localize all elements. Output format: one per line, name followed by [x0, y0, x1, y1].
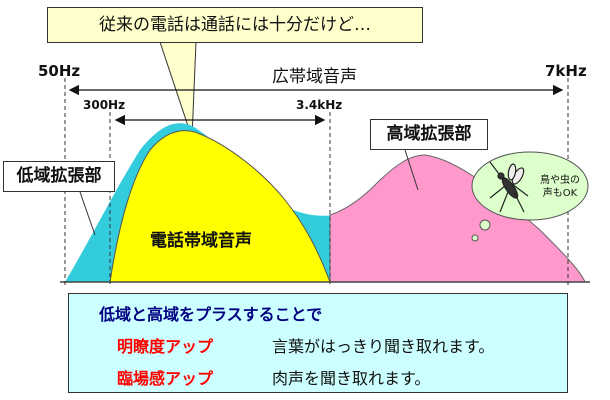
freq-label-50hz: 50Hz [38, 62, 81, 80]
low-extension-label: 低域拡張部 [3, 161, 115, 192]
high-extension-area [329, 154, 586, 283]
benefit-key: 臨場感アップ [117, 369, 214, 388]
benefit-key: 明瞭度アップ [117, 337, 214, 356]
bubble-line-2: 声もOK [542, 188, 578, 199]
thought-bubble [471, 151, 589, 221]
benefit-row: 臨場感アップ 肉声を聞き取れます。 [117, 365, 430, 389]
bubble-text: 鳥や虫の 声もOK [534, 174, 586, 200]
telephone-band-area [109, 130, 331, 283]
bubble-line-1: 鳥や虫の [540, 175, 580, 186]
freq-label-3-4khz: 3.4kHz [296, 98, 343, 112]
low-label-connector [79, 191, 96, 236]
telephone-band-label: 電話帯域音声 [150, 231, 252, 251]
benefit-value: 言葉がはっきり聞き取れます。 [272, 337, 495, 356]
info-title: 低域と高域をプラスすることで [99, 305, 323, 324]
wideband-label: 広帯域音声 [272, 67, 357, 87]
freq-label-300hz: 300Hz [83, 98, 126, 112]
info-box: 低域と高域をプラスすることで 明瞭度アップ 言葉がはっきり聞き取れます。 臨場感ア… [68, 293, 568, 393]
thought-bubble-dot [479, 219, 491, 231]
benefit-value: 肉声を聞き取れます。 [272, 369, 431, 388]
mosquito-icon [489, 161, 529, 213]
thought-bubble-dot [471, 234, 479, 242]
callout-box: 従来の電話は通話には十分だけど… [47, 7, 423, 43]
high-extension-label: 高域拡張部 [370, 119, 488, 150]
benefit-row: 明瞭度アップ 言葉がはっきり聞き取れます。 [117, 333, 494, 357]
callout-text: 従来の電話は通話には十分だけど… [99, 15, 371, 35]
freq-label-7khz: 7kHz [545, 62, 587, 80]
high-label-connector [404, 149, 419, 191]
